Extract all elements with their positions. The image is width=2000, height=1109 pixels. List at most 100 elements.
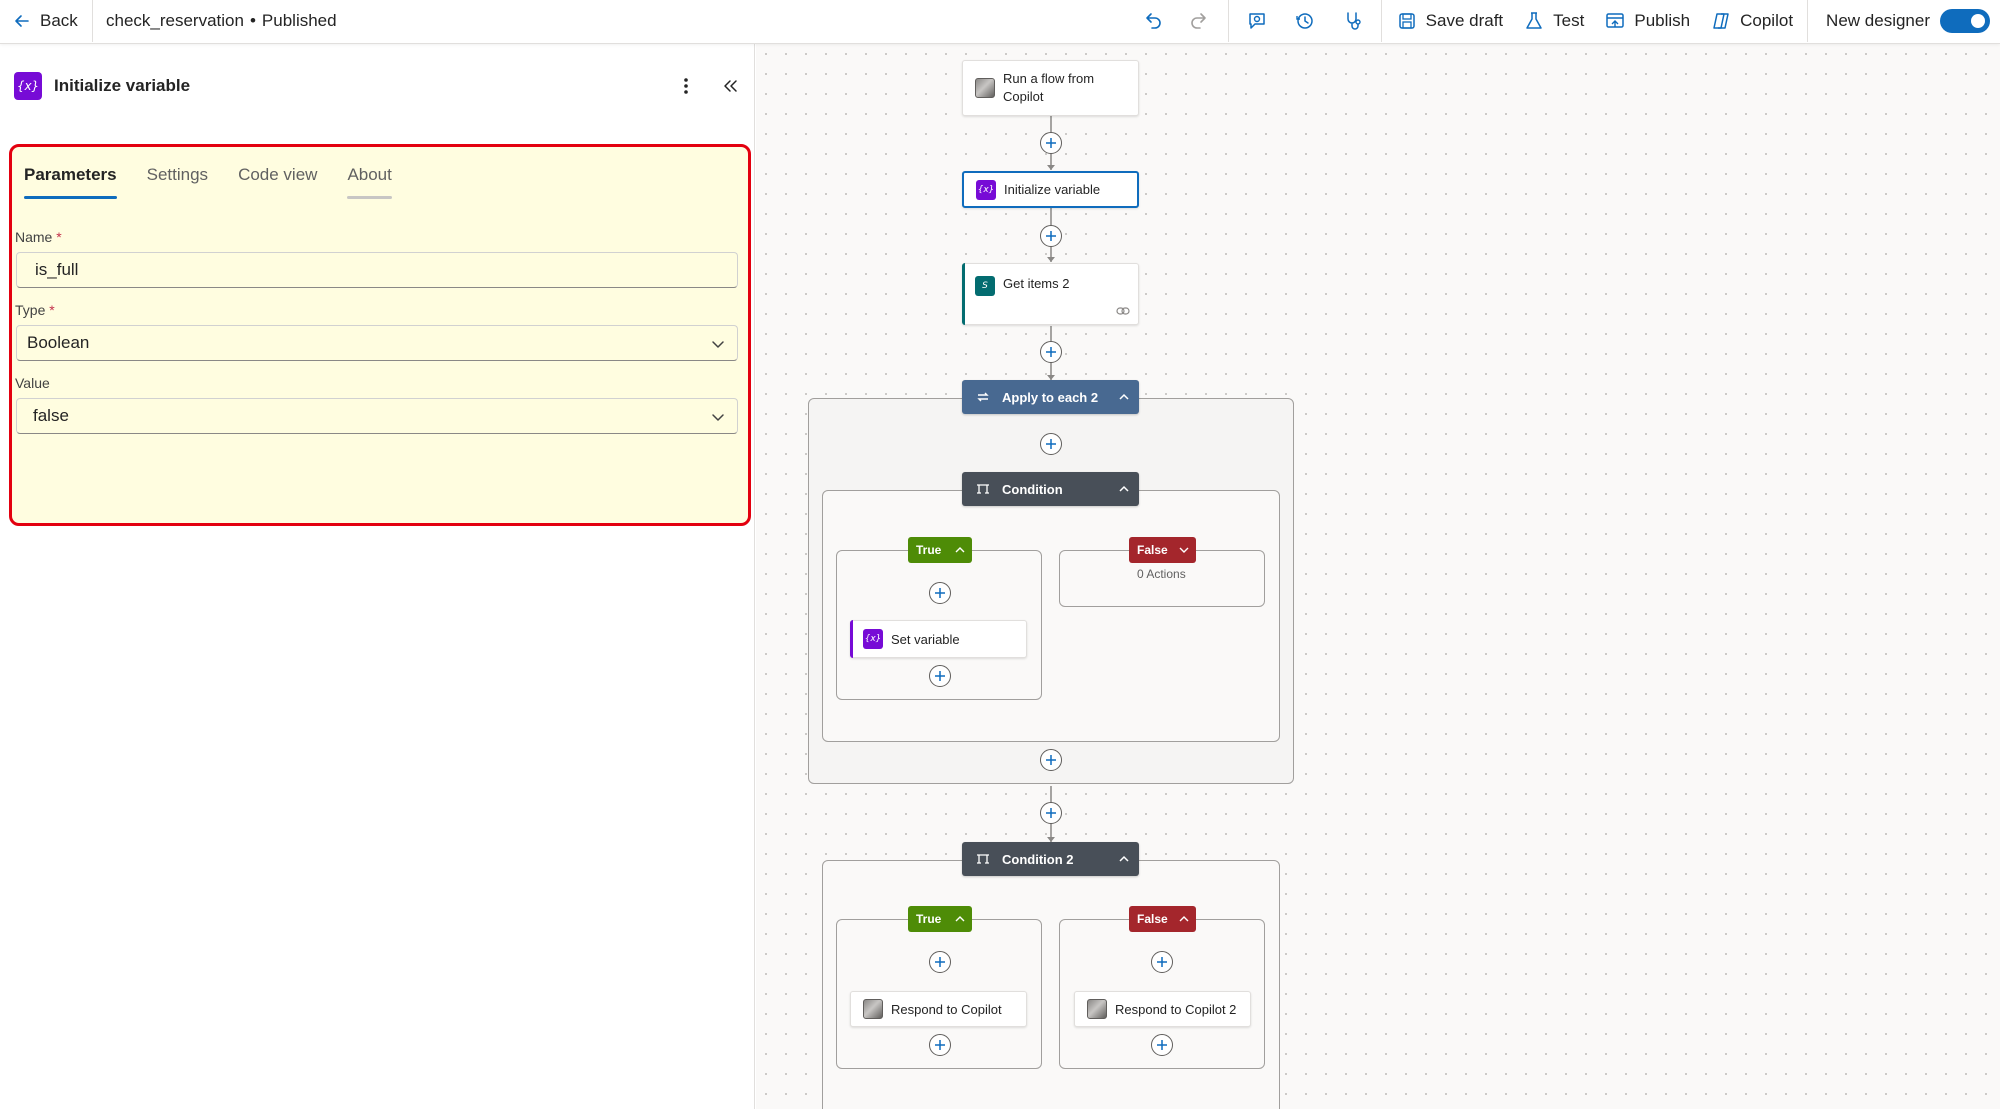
test-button[interactable]: Test	[1513, 0, 1594, 42]
add-action-button[interactable]	[929, 665, 951, 687]
name-label-text: Name	[15, 229, 53, 245]
false-branch-header[interactable]: False	[1129, 906, 1196, 932]
test-label: Test	[1553, 11, 1585, 30]
plus-icon	[1046, 808, 1056, 818]
command-group: Save draft Test Publish Copilot New desi…	[1128, 0, 2000, 42]
back-label: Back	[40, 11, 78, 30]
undo-button[interactable]	[1128, 0, 1176, 42]
more-options-button[interactable]	[672, 70, 700, 102]
version-history-button[interactable]	[1281, 0, 1329, 42]
true-branch-header[interactable]: True	[908, 537, 972, 563]
name-input[interactable]: is_full	[16, 252, 738, 288]
plus-icon	[1046, 439, 1056, 449]
plus-icon	[1046, 231, 1056, 241]
new-designer-toggle[interactable]	[1940, 9, 1990, 33]
add-action-button[interactable]	[1040, 433, 1062, 455]
plus-icon	[935, 957, 945, 967]
flow-canvas[interactable]: Run a flow from Copilot {x} Initialize v…	[756, 44, 2000, 1109]
false-label: False	[1137, 543, 1168, 557]
respond-to-copilot-2-card[interactable]: Respond to Copilot 2	[1074, 991, 1251, 1027]
arrow-left-icon	[15, 15, 29, 27]
condition-icon	[974, 853, 992, 865]
type-dropdown[interactable]: Boolean	[16, 325, 738, 361]
plus-icon	[935, 671, 945, 681]
publish-button[interactable]: Publish	[1594, 0, 1700, 42]
card-accent	[962, 263, 965, 325]
set-variable-label: Set variable	[891, 631, 960, 647]
panel-title: Initialize variable	[54, 76, 191, 95]
tab-about[interactable]: About	[341, 157, 397, 205]
chevron-up-icon[interactable]	[1117, 852, 1131, 866]
action-details-panel: {x} Initialize variable Parameters Setti…	[0, 44, 755, 1109]
trigger-card-run-from-copilot[interactable]: Run a flow from Copilot	[962, 60, 1139, 116]
false-label: False	[1137, 912, 1168, 926]
save-icon	[1398, 13, 1415, 29]
copilot-button[interactable]: Copilot	[1700, 0, 1803, 42]
flow-checker-button[interactable]	[1329, 0, 1377, 42]
add-action-button[interactable]	[1040, 749, 1062, 771]
trigger-label-line1: Run a flow from	[1003, 71, 1095, 86]
save-draft-button[interactable]: Save draft	[1386, 0, 1514, 42]
set-variable-card[interactable]: {x} Set variable	[850, 620, 1027, 658]
publish-icon	[1606, 13, 1625, 28]
get-items-2-card[interactable]: S Get items 2	[962, 263, 1139, 325]
required-marker: *	[56, 229, 62, 245]
top-command-bar: Back check_reservation • Published Save …	[0, 0, 2000, 44]
divider	[1807, 0, 1809, 42]
add-action-button[interactable]	[1040, 802, 1062, 824]
redo-button[interactable]	[1176, 0, 1224, 42]
chevron-up-icon[interactable]	[1117, 482, 1131, 496]
chevron-up-icon[interactable]	[1117, 390, 1131, 404]
plus-icon	[1157, 957, 1167, 967]
stethoscope-icon	[1346, 12, 1361, 30]
condition-2-header[interactable]: Condition 2	[962, 842, 1139, 876]
add-action-button[interactable]	[929, 951, 951, 973]
value-dropdown-value: false	[33, 406, 69, 425]
plus-icon	[1157, 1040, 1167, 1050]
divider	[1380, 0, 1382, 42]
plus-icon	[1046, 755, 1056, 765]
add-action-button[interactable]	[1040, 225, 1062, 247]
card-accent	[850, 620, 853, 658]
tab-parameters[interactable]: Parameters	[18, 157, 123, 205]
value-dropdown[interactable]: false	[16, 398, 738, 434]
add-action-button[interactable]	[1040, 132, 1062, 154]
type-dropdown-value: Boolean	[27, 333, 90, 352]
plus-icon	[1046, 347, 1056, 357]
parameters-section: Parameters Settings Code view About Name…	[9, 144, 751, 526]
title-separator: •	[249, 11, 256, 30]
more-vertical-icon	[684, 78, 688, 94]
add-action-button[interactable]	[1151, 1034, 1173, 1056]
sharepoint-icon: S	[975, 276, 995, 296]
get-items-label: Get items 2	[1003, 276, 1070, 291]
false-branch-header[interactable]: False	[1129, 537, 1196, 563]
variable-icon: {x}	[863, 629, 883, 649]
trigger-label-line2: Copilot	[1003, 89, 1044, 104]
true-branch-header[interactable]: True	[908, 906, 972, 932]
add-action-button[interactable]	[1151, 951, 1173, 973]
name-field-label: Name *	[15, 229, 62, 245]
add-action-button[interactable]	[929, 582, 951, 604]
apply-to-each-header[interactable]: Apply to each 2	[962, 380, 1139, 414]
initialize-variable-label: Initialize variable	[1004, 182, 1101, 197]
comments-button[interactable]	[1233, 0, 1281, 42]
condition-header[interactable]: Condition	[962, 472, 1139, 506]
comment-search-icon	[1248, 13, 1265, 29]
chevron-down-icon	[712, 341, 724, 348]
add-action-button[interactable]	[1040, 341, 1062, 363]
collapse-panel-button[interactable]	[716, 70, 744, 102]
respond-to-copilot-card[interactable]: Respond to Copilot	[850, 991, 1027, 1027]
new-designer-label: New designer	[1826, 11, 1930, 30]
tab-code-view[interactable]: Code view	[238, 165, 318, 184]
back-button[interactable]: Back	[12, 0, 78, 42]
redo-icon	[1190, 13, 1206, 29]
plus-icon	[935, 1040, 945, 1050]
initialize-variable-card[interactable]: {x} Initialize variable	[962, 171, 1139, 208]
plus-icon	[1046, 138, 1056, 148]
tab-settings[interactable]: Settings	[146, 165, 209, 184]
loop-icon	[974, 391, 992, 403]
add-action-button[interactable]	[929, 1034, 951, 1056]
panel-header: {x} Initialize variable	[14, 72, 190, 100]
value-label-text: Value	[15, 375, 50, 391]
flow-status: Published	[261, 11, 337, 30]
